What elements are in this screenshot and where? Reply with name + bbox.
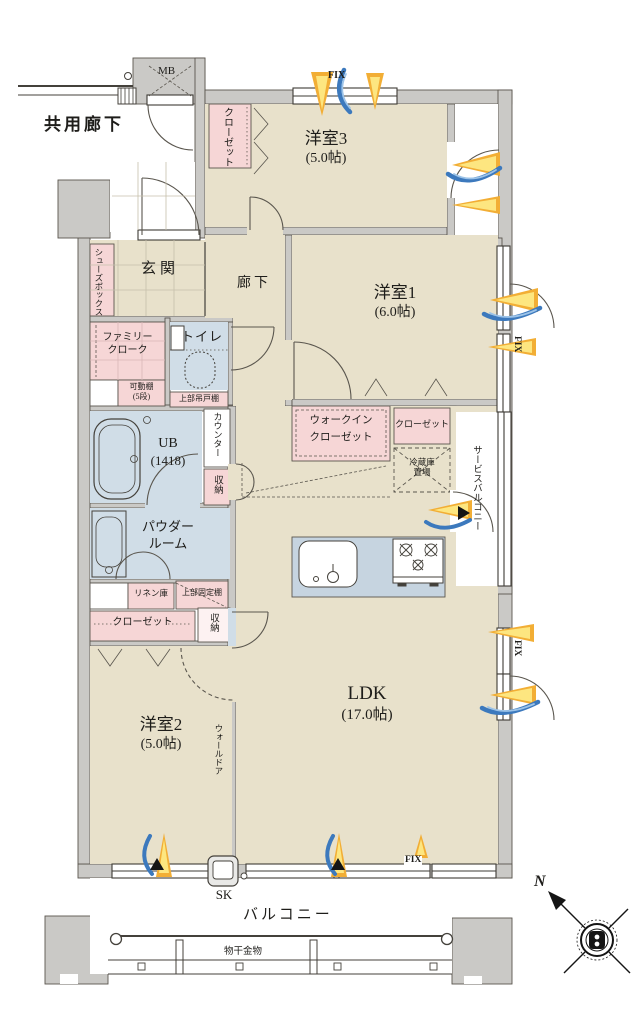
detail-lines bbox=[94, 65, 448, 667]
linen-cabinet-label: リネン庫 bbox=[133, 588, 168, 598]
shoes-box-label: シューズボックス bbox=[93, 248, 104, 316]
fix-top-label: FIX bbox=[328, 70, 346, 81]
wall-door-label: ウォールドア bbox=[213, 724, 224, 775]
washbasin-icon bbox=[91, 510, 127, 578]
room-fills bbox=[90, 104, 498, 974]
slop-sink-label: SK bbox=[215, 887, 233, 902]
family-cloak-label-2: クローク bbox=[107, 345, 148, 356]
walkin-closet-label-1: ウォークイン bbox=[309, 415, 373, 426]
room-ldk-name: LDK bbox=[347, 683, 387, 704]
wall-door-swing bbox=[180, 647, 234, 701]
wind-arrows bbox=[142, 67, 543, 876]
fridge-label-2: 置場 bbox=[413, 467, 431, 477]
closet-west1-label: クローゼット bbox=[394, 419, 449, 429]
counter-label: カウンター bbox=[212, 412, 223, 457]
room-western2-name: 洋室2 bbox=[139, 715, 183, 734]
room-western3-size: (5.0帖) bbox=[305, 151, 347, 166]
kitchen-sink-icon bbox=[298, 540, 358, 588]
room-western1-size: (6.0帖) bbox=[374, 305, 416, 320]
stove-icon bbox=[392, 538, 444, 587]
room-ldk-size: (17.0帖) bbox=[341, 707, 393, 723]
hallway-label: 廊下 bbox=[237, 276, 271, 291]
walkin-closet-label-2: クローゼット bbox=[309, 432, 373, 443]
storage2-label: 収納 bbox=[207, 613, 218, 632]
balcony-label: バルコニー bbox=[243, 907, 333, 923]
closet-west2-label: クローゼット bbox=[112, 617, 173, 628]
direction-markers bbox=[150, 506, 470, 870]
entrance-label: 玄関 bbox=[141, 261, 180, 277]
powder-room-label-2: ルーム bbox=[148, 536, 188, 551]
door-swings bbox=[115, 104, 555, 721]
toilet-label: トイレ bbox=[181, 329, 224, 344]
movable-shelf-label-2: (5段) bbox=[132, 392, 151, 401]
movable-shelf-label-1: 可動棚 bbox=[129, 382, 154, 391]
unit-bath-name: UB bbox=[158, 436, 178, 451]
storage1-label: 収納 bbox=[211, 475, 222, 494]
upper-hanging-shelf-label: 上部吊戸棚 bbox=[179, 394, 219, 403]
laundry-hardware-label: 物干金物 bbox=[221, 947, 266, 958]
balcony-railing bbox=[60, 932, 482, 984]
toilet-icon bbox=[170, 325, 216, 389]
compass-icon bbox=[548, 891, 631, 974]
upper-fixed-shelf-label: 上部固定棚 bbox=[182, 588, 222, 597]
closet-west3-label: クローゼット bbox=[221, 107, 233, 167]
bathtub-icon bbox=[93, 416, 151, 500]
slop-sink-icon bbox=[207, 855, 248, 887]
powder-room-label-1: パウダー bbox=[141, 519, 194, 534]
fix-right2-label: FIX bbox=[512, 640, 522, 657]
fix-bottom-label: FIX bbox=[404, 855, 423, 866]
room-western1-name: 洋室1 bbox=[373, 283, 417, 302]
entrance-tiles bbox=[90, 162, 205, 316]
room-western3-name: 洋室3 bbox=[304, 129, 348, 148]
fix-right1-label: FIX bbox=[512, 336, 522, 353]
fridge-label-1: 冷蔵庫 bbox=[409, 457, 435, 467]
unit-bath-size: (1418) bbox=[150, 453, 186, 468]
common-corridor-label: 共用廊下 bbox=[44, 115, 124, 134]
family-cloak-grid bbox=[90, 322, 165, 380]
compass-north-label: N bbox=[534, 873, 546, 890]
corridor-railing bbox=[18, 72, 137, 105]
family-cloak-label-1: ファミリー bbox=[102, 332, 153, 343]
service-balcony-label: サービスバルコニー bbox=[470, 445, 481, 531]
fridge-space bbox=[393, 447, 451, 493]
storage-boxes bbox=[89, 103, 451, 643]
meter-box-label: MB bbox=[158, 65, 176, 77]
room-western2-size: (5.0帖) bbox=[140, 737, 182, 752]
